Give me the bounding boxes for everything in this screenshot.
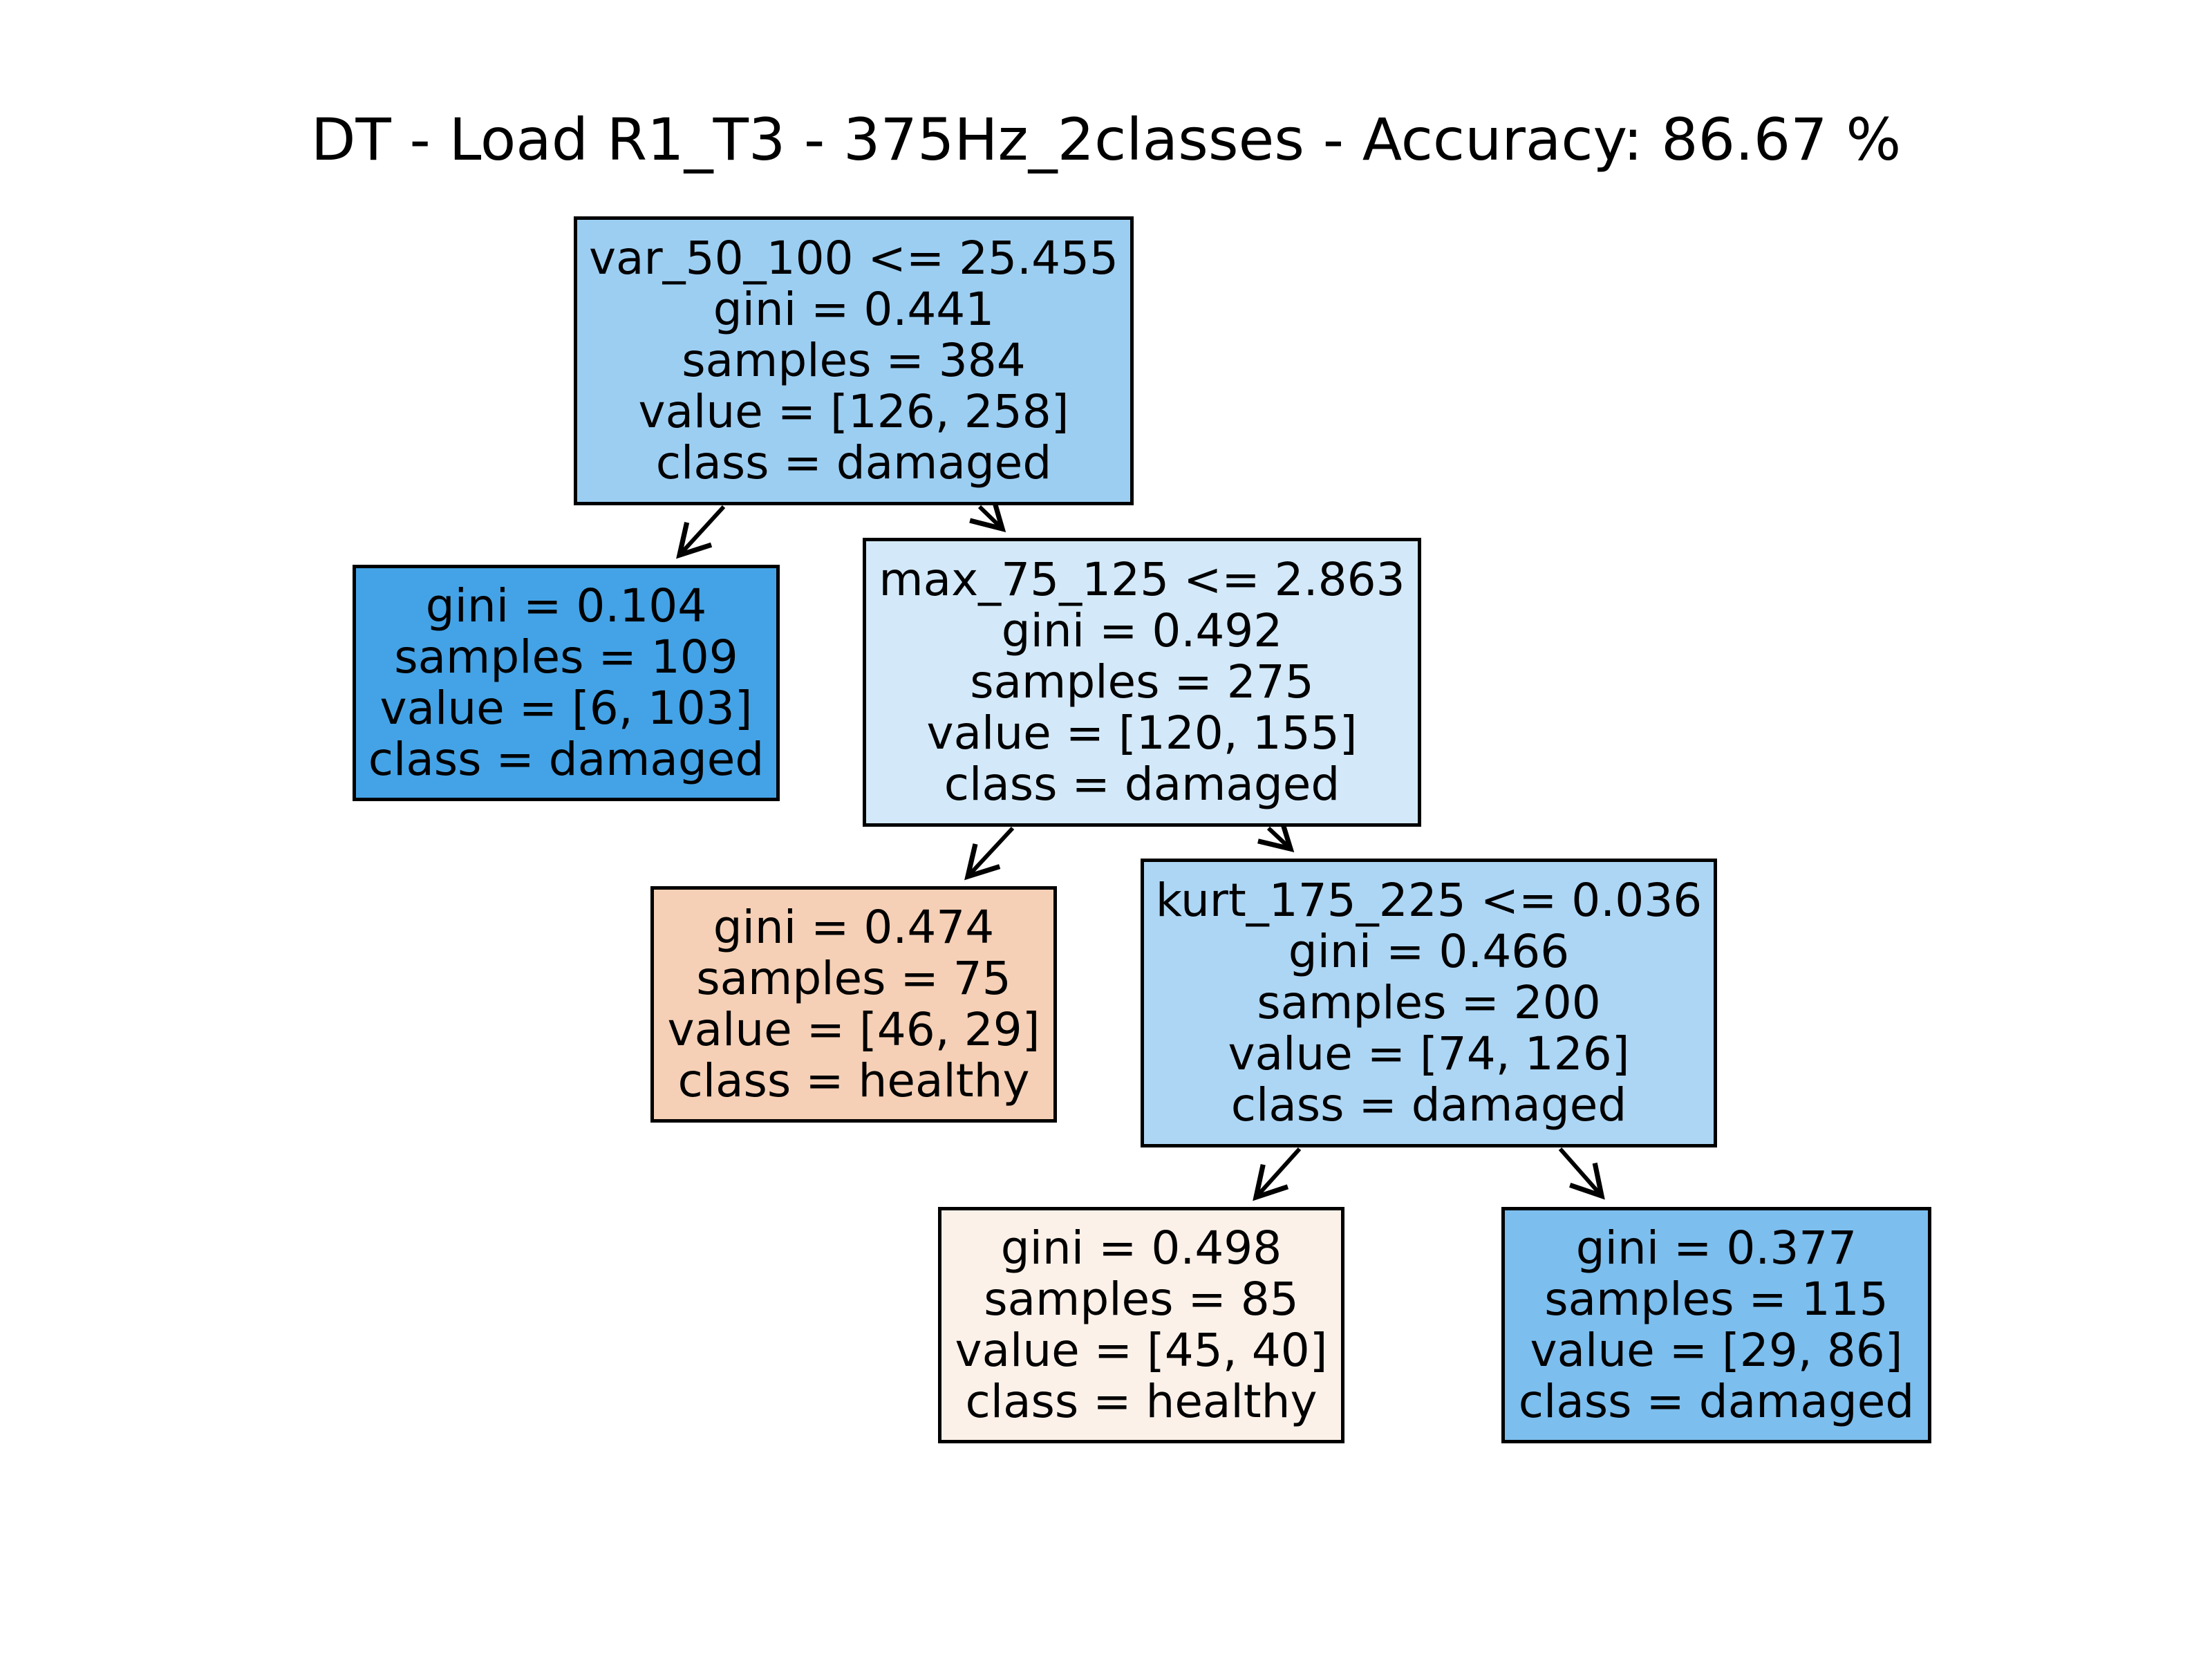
node-gini: gini = 0.466 <box>1288 925 1570 978</box>
tree-node-leaf-5: gini = 0.498 samples = 85 value = [45, 4… <box>938 1207 1344 1443</box>
node-value: value = [29, 86] <box>1530 1324 1903 1377</box>
edge-root-leaf1 <box>676 505 726 559</box>
node-samples: samples = 109 <box>394 630 738 684</box>
node-class: class = damaged <box>1518 1375 1915 1428</box>
tree-node-leaf-3: gini = 0.474 samples = 75 value = [46, 2… <box>650 886 1057 1123</box>
tree-node-split-2: max_75_125 <= 2.863 gini = 0.492 samples… <box>863 538 1421 827</box>
node-value: value = [126, 258] <box>638 385 1069 438</box>
node-value: value = [6, 103] <box>379 682 753 735</box>
node-class: class = damaged <box>655 436 1052 489</box>
node-class: class = damaged <box>944 758 1340 811</box>
node-gini: gini = 0.104 <box>425 579 707 632</box>
edge-split2-split4 <box>1257 816 1295 852</box>
node-gini: gini = 0.441 <box>713 283 995 336</box>
figure-title: DT - Load R1_T3 - 375Hz_2classes - Accur… <box>310 106 1902 174</box>
node-samples: samples = 384 <box>682 334 1026 387</box>
edge-root-split2 <box>969 496 1006 533</box>
node-gini: gini = 0.377 <box>1575 1221 1857 1275</box>
node-class: class = damaged <box>368 733 765 786</box>
node-gini: gini = 0.498 <box>1000 1221 1282 1275</box>
edge-split4-leaf5 <box>1253 1147 1302 1201</box>
edge-split2-leaf3 <box>964 826 1015 881</box>
node-gini: gini = 0.474 <box>713 901 995 954</box>
edge-split4-leaf6 <box>1558 1147 1605 1200</box>
node-samples: samples = 85 <box>984 1273 1299 1326</box>
node-value: value = [45, 40] <box>955 1324 1328 1377</box>
node-class: class = damaged <box>1230 1078 1627 1132</box>
node-samples: samples = 75 <box>696 952 1011 1005</box>
tree-node-leaf-1: gini = 0.104 samples = 109 value = [6, 1… <box>353 565 780 801</box>
node-condition: kurt_175_225 <= 0.036 <box>1155 874 1703 927</box>
node-samples: samples = 275 <box>970 655 1314 709</box>
tree-node-split-4: kurt_175_225 <= 0.036 gini = 0.466 sampl… <box>1141 859 1717 1147</box>
node-samples: samples = 115 <box>1544 1273 1888 1326</box>
node-condition: var_50_100 <= 25.455 <box>588 232 1119 285</box>
node-value: value = [46, 29] <box>667 1003 1040 1056</box>
tree-node-root: var_50_100 <= 25.455 gini = 0.441 sample… <box>574 216 1134 505</box>
tree-node-leaf-6: gini = 0.377 samples = 115 value = [29, … <box>1501 1207 1931 1443</box>
node-value: value = [120, 155] <box>926 706 1358 760</box>
node-condition: max_75_125 <= 2.863 <box>879 553 1405 606</box>
node-class: class = healthy <box>677 1054 1030 1107</box>
node-class: class = healthy <box>965 1375 1318 1428</box>
node-samples: samples = 200 <box>1257 976 1601 1029</box>
node-gini: gini = 0.492 <box>1001 604 1283 657</box>
node-value: value = [74, 126] <box>1228 1027 1630 1080</box>
